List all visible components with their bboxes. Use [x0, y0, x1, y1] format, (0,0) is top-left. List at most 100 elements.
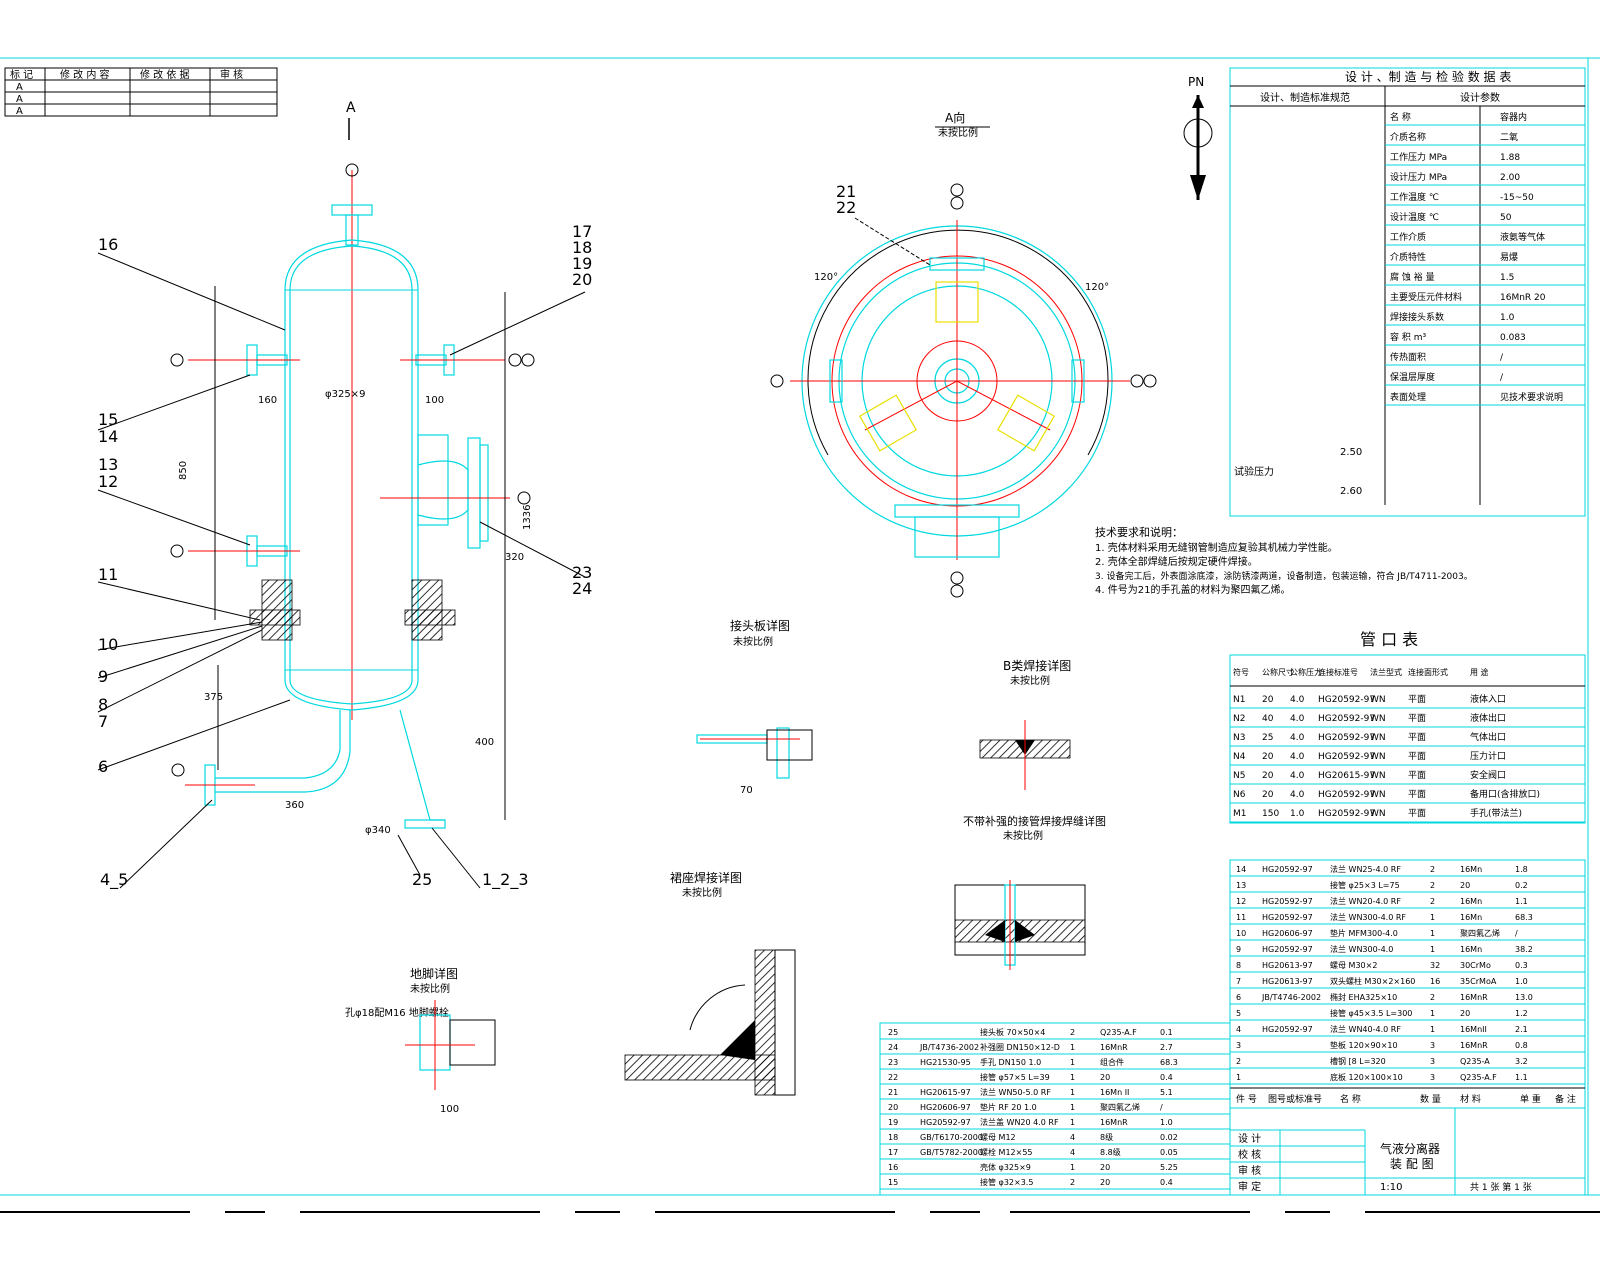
part-left-cell: 2.7 — [1160, 1043, 1173, 1052]
nozzle-cell: 20 — [1262, 695, 1274, 705]
design-row-label: 主要受压元件材料 — [1390, 291, 1462, 303]
part-left-cell: 1 — [1070, 1073, 1075, 1082]
part-cell: 14 — [1236, 865, 1246, 874]
pressure-air: 2.60 — [1340, 486, 1362, 497]
part-cell: 7 — [1236, 977, 1241, 986]
part-cell: 接管 φ45×3.5 L=300 — [1330, 1008, 1412, 1018]
part-left-cell: 1 — [1070, 1058, 1075, 1067]
part-left-cell: 20 — [888, 1103, 898, 1112]
part-left-cell: 1 — [1070, 1043, 1075, 1052]
part-left-cell: HG20592-97 — [920, 1118, 971, 1127]
nozzle-cell: 平面 — [1408, 713, 1426, 724]
part-footer-cell: 单 重 — [1520, 1093, 1541, 1105]
detail-1-dim: 70 — [740, 785, 753, 796]
part-footer-cell: 数 量 — [1420, 1093, 1441, 1105]
part-left-cell: 23 — [888, 1058, 898, 1067]
part-left-cell: 接管 φ57×5 L=39 — [980, 1072, 1050, 1082]
part-left-cell: 1 — [1070, 1088, 1075, 1097]
part-left-cell: 21 — [888, 1088, 898, 1097]
detail-4-title: 裙座焊接详图 — [670, 870, 742, 885]
callout-16: 16 — [98, 235, 118, 254]
nozzle-cell: 平面 — [1408, 751, 1426, 762]
base-detail-sub: 未按比例 — [410, 982, 450, 995]
detail-1-sub: 未按比例 — [733, 635, 773, 648]
part-cell: HG20606-97 — [1262, 929, 1313, 938]
part-left-cell: 1 — [1070, 1118, 1075, 1127]
nozzle-cell: 40 — [1262, 714, 1274, 724]
part-cell: 垫板 120×90×10 — [1330, 1040, 1398, 1050]
design-row-value: / — [1500, 373, 1504, 383]
part-cell: 2 — [1430, 897, 1435, 906]
nozzle-cell: 安全阀口 — [1470, 769, 1506, 781]
nozzle-header-cell: 公称尺寸 — [1262, 667, 1294, 677]
part-cell: 5 — [1236, 1009, 1241, 1018]
nozzle-cell: HG20592-97 — [1318, 714, 1375, 724]
tb-row-2: 校 核 — [1238, 1148, 1261, 1161]
nozzle-cell: HG20592-97 — [1318, 752, 1375, 762]
nozzle-table-title: 管 口 表 — [1360, 630, 1418, 649]
rev-mark-1: A — [16, 82, 23, 93]
part-left-cell: 接头板 70×50×4 — [980, 1027, 1045, 1037]
part-left-cell: 聚四氟乙烯 — [1100, 1102, 1140, 1112]
nozzle-cell: 手孔(带法兰) — [1470, 807, 1522, 819]
part-cell: 32 — [1430, 961, 1440, 970]
part-left-cell: 4 — [1070, 1148, 1075, 1157]
part-cell: 16Mn — [1460, 897, 1482, 906]
part-cell: 6 — [1236, 993, 1241, 1002]
nozzle-header-cell: 连接标准号 — [1318, 667, 1358, 677]
tech-note-3: 3. 设备完工后，外表面涂底漆，涂防锈漆两道，设备制造，包装运输，符合 JB/T… — [1095, 570, 1473, 582]
design-row-label: 工作压力 MPa — [1390, 151, 1447, 163]
callout-17: 17 — [572, 222, 592, 241]
design-row-label: 介质特性 — [1390, 251, 1426, 263]
nozzle-cell: WN — [1370, 733, 1386, 743]
part-left-cell: 螺母 M12 — [980, 1132, 1016, 1142]
part-left-cell: 1 — [1070, 1103, 1075, 1112]
base-detail-note: 孔φ18配M16 地脚螺栓 — [345, 1006, 449, 1019]
part-left-cell: 0.02 — [1160, 1133, 1178, 1142]
part-callouts: 16 15 14 13 12 11 10 9 8 7 6 4_5 17 18 1… — [97, 222, 592, 890]
design-row-value: 1.5 — [1500, 273, 1514, 283]
part-cell: HG20592-97 — [1262, 945, 1313, 954]
design-row-label: 工作温度 ℃ — [1390, 191, 1439, 203]
design-row-label: 容 积 m³ — [1390, 331, 1426, 343]
part-cell: 法兰 WN20-4.0 RF — [1330, 896, 1401, 906]
design-row-label: 介质名称 — [1390, 131, 1426, 143]
design-row-value: -15~50 — [1500, 193, 1534, 203]
nozzle-cell: 4.0 — [1290, 752, 1305, 762]
dim-850: 850 — [178, 461, 189, 480]
callout-24: 24 — [572, 579, 592, 598]
part-cell: 10 — [1236, 929, 1246, 938]
part-cell: 0.8 — [1515, 1041, 1528, 1050]
part-cell: 法兰 WN25-4.0 RF — [1330, 864, 1401, 874]
callout-21: 21 — [836, 182, 856, 201]
part-left-cell: JB/T4736-2002 — [919, 1043, 979, 1052]
part-left-cell: GB/T6170-2000 — [920, 1133, 983, 1142]
nozzle-cell: 4.0 — [1290, 695, 1305, 705]
design-row-value: 1.88 — [1500, 153, 1520, 163]
detail-2: B类焊接详图 未按比例 — [979, 658, 1071, 790]
callout-4-5: 4_5 — [100, 870, 128, 890]
part-cell: HG20592-97 — [1262, 865, 1313, 874]
nozzle-cell: N3 — [1233, 733, 1245, 743]
rev-header-3: 修 改 依 据 — [140, 68, 190, 81]
nozzle-header-cell: 公称压力 — [1290, 667, 1322, 677]
nozzle-cell: N1 — [1233, 695, 1245, 705]
pressure-test-label: 试验压力 — [1234, 465, 1274, 478]
part-cell: HG20592-97 — [1262, 913, 1313, 922]
design-row-label: 设计温度 ℃ — [1390, 211, 1439, 223]
part-left-cell: HG21530-95 — [920, 1058, 971, 1067]
part-left-cell: 25 — [888, 1028, 898, 1037]
nozzle-cell: WN — [1370, 771, 1386, 781]
callout-11: 11 — [98, 565, 118, 584]
design-row-value: 50 — [1500, 213, 1512, 223]
callout-10: 10 — [98, 635, 118, 654]
rev-mark-3: A — [16, 106, 23, 117]
detail-3-sub: 未按比例 — [1003, 829, 1043, 842]
part-cell: 双头螺柱 M30×2×160 — [1330, 976, 1415, 986]
nozzle-cell: N6 — [1233, 790, 1246, 800]
nozzle-header-cell: 符号 — [1233, 667, 1249, 677]
nozzle-cell: HG20592-97 — [1318, 695, 1375, 705]
revision-table: 标 记 修 改 内 容 修 改 依 据 审 核 A A A — [4, 67, 278, 117]
